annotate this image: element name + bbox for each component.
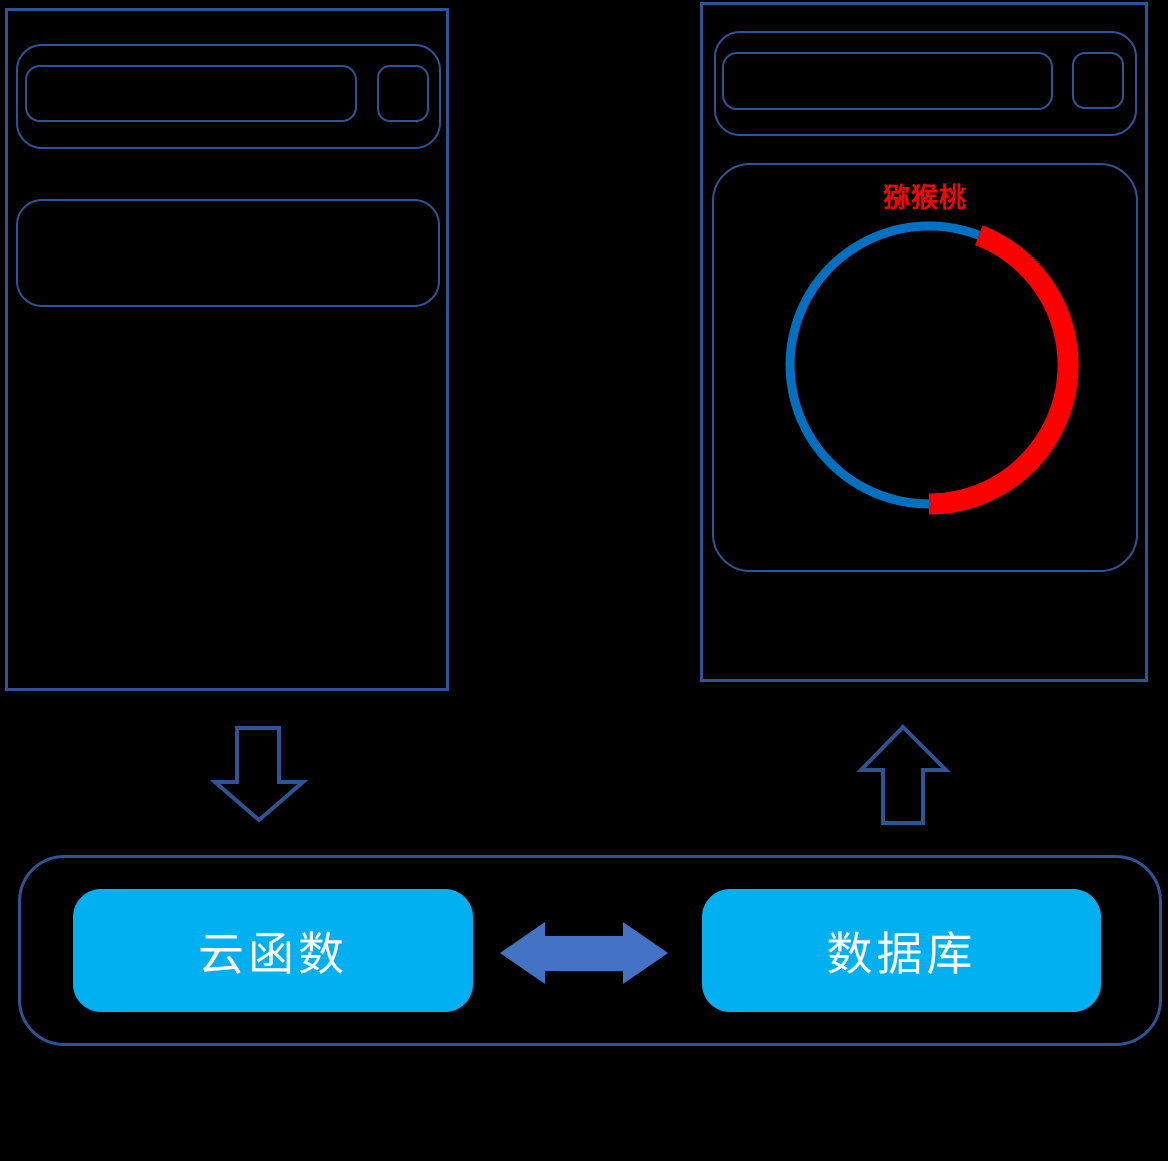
chart-card <box>712 163 1138 572</box>
donut-segment-blue <box>785 221 981 509</box>
client-search-bar <box>16 44 441 149</box>
result-search-bar <box>714 31 1137 136</box>
client-search-button[interactable] <box>377 65 429 122</box>
request-down-arrow-icon <box>209 726 309 823</box>
sync-double-arrow-icon <box>500 922 668 984</box>
donut-segment-red <box>928 225 1079 515</box>
cloud-function-node[interactable]: 云函数 <box>73 889 473 1012</box>
client-banner-card <box>16 199 440 307</box>
donut-chart <box>785 221 1079 515</box>
result-search-button[interactable] <box>1072 52 1124 109</box>
chart-title: 猕猴桃 <box>883 183 967 213</box>
response-up-arrow-icon <box>856 724 951 825</box>
backend-container <box>18 855 1162 1046</box>
result-panel <box>700 2 1148 682</box>
cloud-function-label: 云函数 <box>198 927 348 980</box>
database-label: 数据库 <box>826 927 977 980</box>
client-panel <box>5 8 449 691</box>
result-search-input[interactable] <box>722 52 1053 110</box>
client-search-input[interactable] <box>25 65 357 122</box>
database-node[interactable]: 数据库 <box>702 889 1101 1012</box>
